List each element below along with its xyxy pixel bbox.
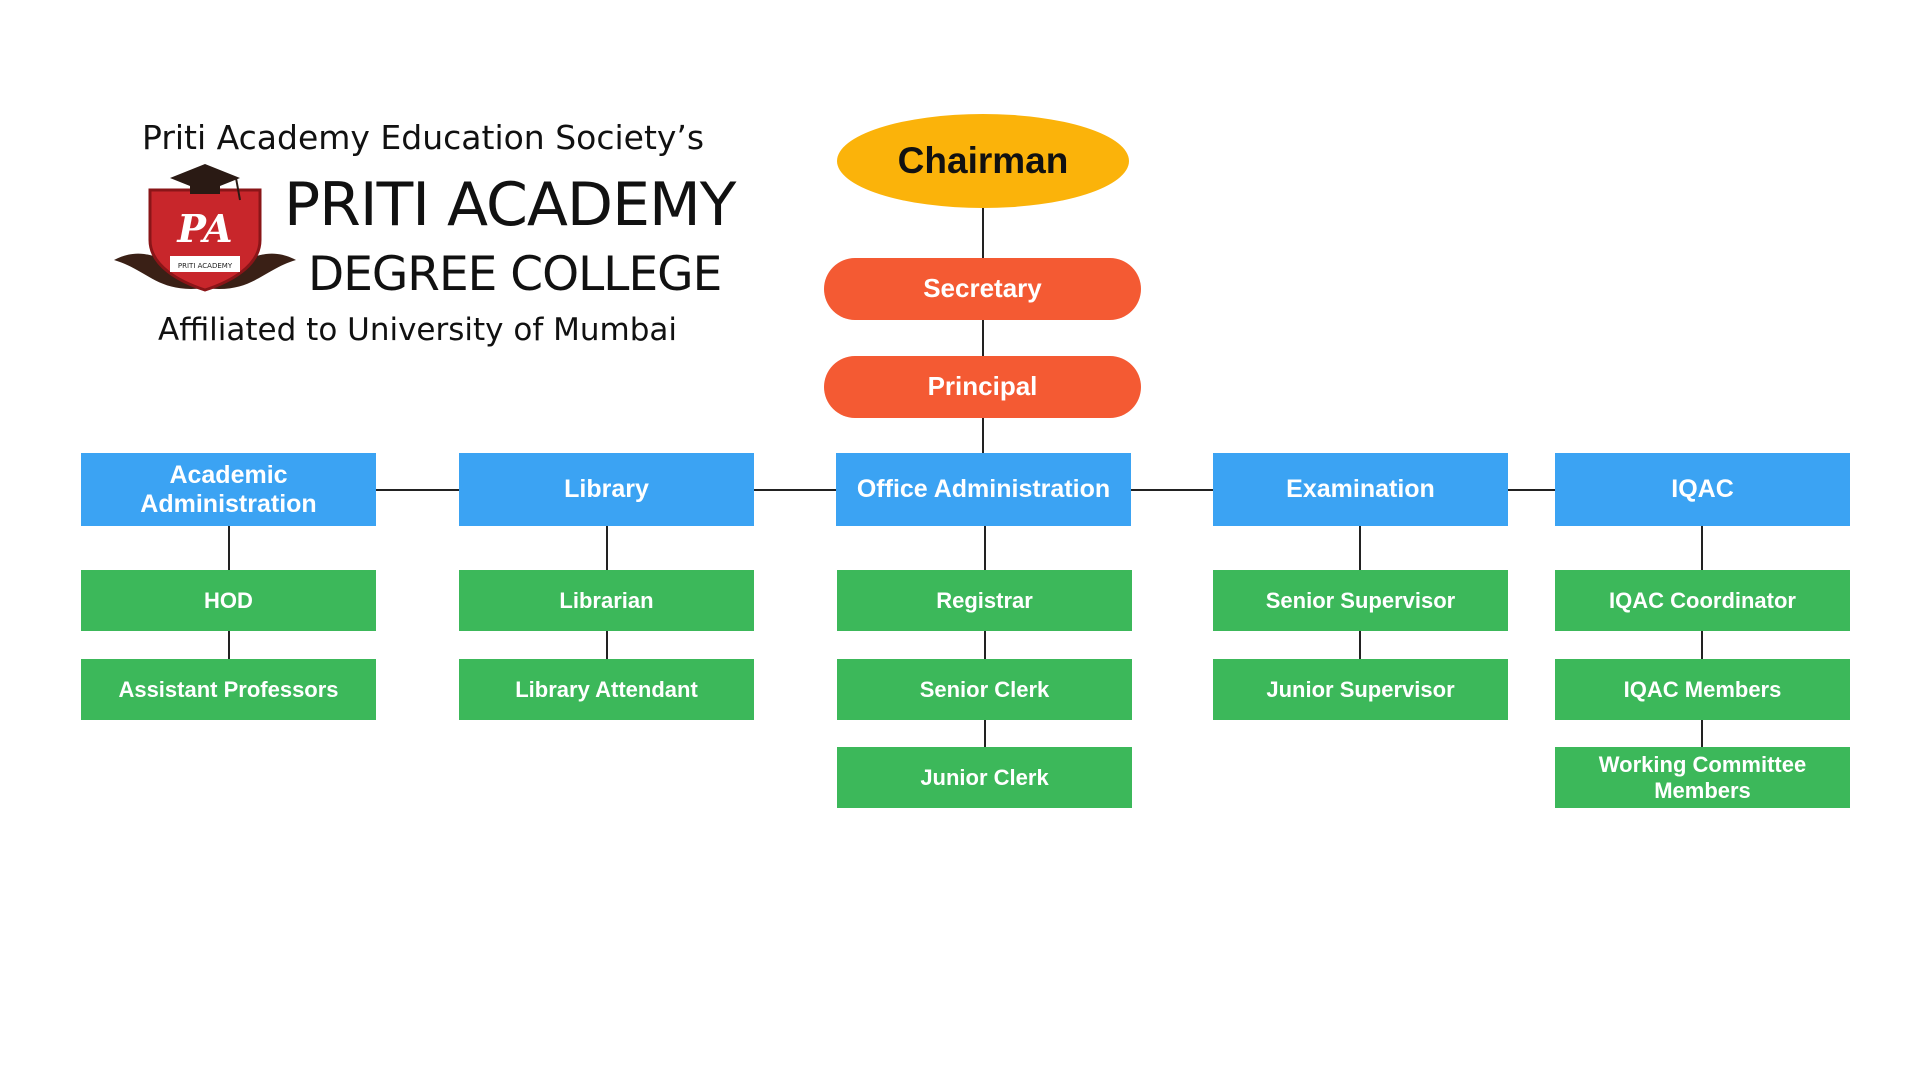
role-assistant-professors: Assistant Professors [81,659,376,720]
department-iqac: IQAC [1555,453,1850,526]
chairman-node: Chairman [837,114,1129,208]
department-examination: Examination [1213,453,1508,526]
college-logo-crest-icon: PA PRITI ACADEMY [114,164,296,292]
role-junior-supervisor: Junior Supervisor [1213,659,1508,720]
role-iqac-members: IQAC Members [1555,659,1850,720]
role-hod: HOD [81,570,376,631]
society-name: Priti Academy Education Society’s [142,118,705,157]
role-senior-supervisor: Senior Supervisor [1213,570,1508,631]
department-academic-administration: Academic Administration [81,453,376,526]
role-iqac-coordinator: IQAC Coordinator [1555,570,1850,631]
role-junior-clerk: Junior Clerk [837,747,1132,808]
svg-text:PA: PA [176,206,232,251]
role-library-attendant: Library Attendant [459,659,754,720]
affiliation-text: Affiliated to University of Mumbai [158,312,677,348]
svg-text:PRITI ACADEMY: PRITI ACADEMY [178,262,233,270]
role-librarian: Librarian [459,570,754,631]
department-library: Library [459,453,754,526]
principal-node: Principal [824,356,1141,418]
role-working-committee-members: Working Committee Members [1555,747,1850,808]
role-registrar: Registrar [837,570,1132,631]
college-name-line2: DEGREE COLLEGE [308,247,722,302]
department-office-administration: Office Administration [836,453,1131,526]
secretary-node: Secretary [824,258,1141,320]
role-senior-clerk: Senior Clerk [837,659,1132,720]
college-name-line1: PRITI ACADEMY [284,170,736,240]
